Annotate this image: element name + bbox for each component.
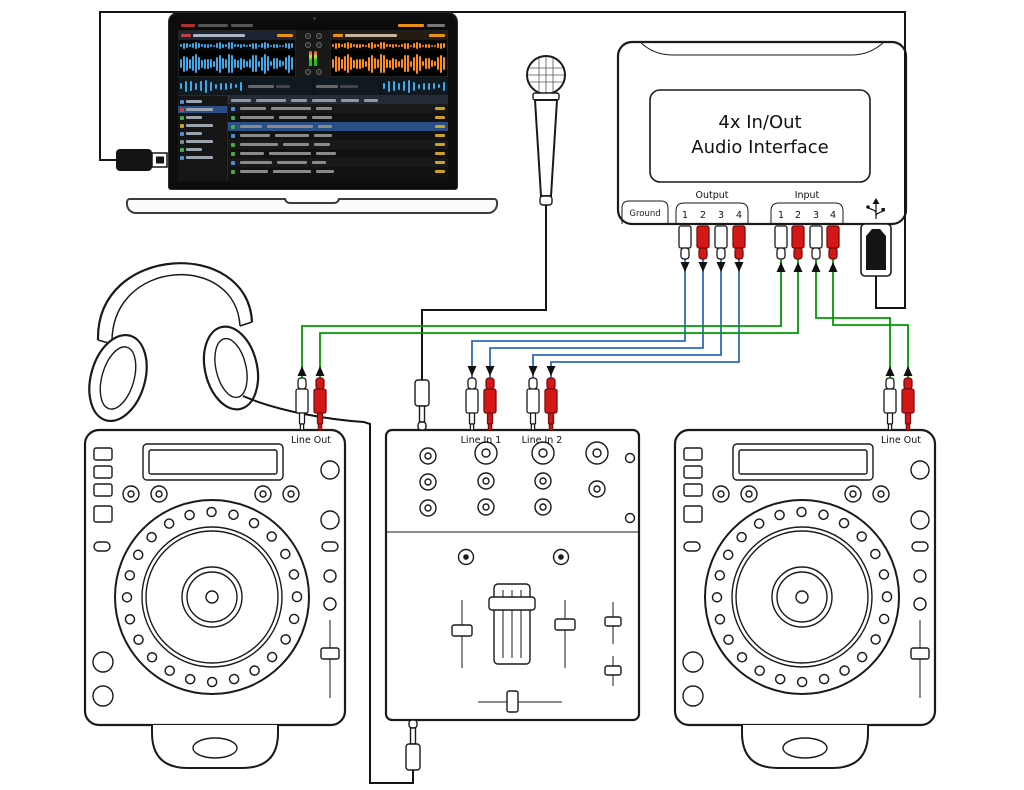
output-port-number: 2 — [700, 210, 706, 221]
aux-fader-2 — [604, 656, 622, 686]
arrow-icon — [680, 262, 690, 272]
input-label: Input — [795, 190, 820, 201]
arrow-icon — [776, 262, 786, 272]
webcam-icon — [313, 17, 316, 20]
arrow-icon — [793, 262, 803, 272]
audio-interface: 4x In/Out Audio Interface Ground Output … — [616, 40, 908, 226]
mixxx-decks — [178, 30, 448, 77]
ground-label: Ground — [629, 209, 660, 219]
arrow-icon — [467, 366, 477, 376]
cue-button-2 — [558, 554, 564, 560]
crossfader — [478, 690, 562, 713]
output-ports-group: Output 1 2 3 4 — [675, 190, 749, 224]
vu-meter — [309, 51, 317, 66]
line-out-label-left: Line Out — [291, 435, 331, 446]
input-port-number: 3 — [813, 210, 819, 221]
library-sidebar — [178, 96, 228, 181]
dj-mixer — [384, 428, 641, 722]
microphone — [526, 55, 566, 206]
library-table-header — [228, 96, 448, 104]
channel-fader-2 — [554, 600, 576, 668]
arrow-icon — [528, 366, 538, 376]
arrow-icon — [734, 262, 744, 272]
laptop-screen — [168, 12, 458, 190]
deck-a-titlebar — [179, 31, 295, 40]
mixxx-deck-b — [330, 30, 448, 77]
line-in-2-label: Line In 2 — [522, 435, 563, 446]
arrow-icon — [698, 262, 708, 272]
library-table — [228, 96, 448, 181]
usb-plug-laptop — [116, 149, 168, 171]
mixxx-samplers — [178, 77, 448, 95]
arrow-icon — [485, 366, 495, 376]
usb-connector-interface — [860, 223, 892, 277]
headband-inner — [111, 273, 241, 345]
aux-fader-1 — [604, 602, 622, 644]
input-port-number: 1 — [778, 210, 784, 221]
headphones — [88, 262, 260, 423]
arrow-icon — [903, 366, 913, 376]
mixxx-library — [178, 95, 448, 181]
input-port-number: 2 — [795, 210, 801, 221]
deck-b-waveform — [331, 51, 447, 76]
arrow-icon — [297, 366, 307, 376]
arrow-icon — [811, 262, 821, 272]
deck-a-waveform — [179, 51, 295, 76]
channel-fader-1 — [451, 600, 473, 668]
input-ports-group: Input 1 2 3 4 — [770, 190, 844, 224]
arrow-icon — [716, 262, 726, 272]
interface-title-line2: Audio Interface — [691, 137, 828, 158]
sampler-4 — [381, 77, 448, 95]
deck-b-titlebar — [331, 31, 447, 40]
microphone-cable — [421, 205, 547, 380]
mixxx-software-screen — [178, 21, 448, 181]
arrow-icon — [546, 366, 556, 376]
deck-b-overview-waveform — [331, 40, 447, 51]
sampler-3 — [313, 77, 381, 95]
library-rows — [228, 104, 448, 176]
sampler-1 — [178, 77, 245, 95]
headphone-cable — [242, 395, 414, 784]
headband — [96, 262, 254, 341]
output-port-number: 3 — [718, 210, 724, 221]
laptop-base — [126, 198, 498, 214]
mic-grille — [528, 57, 564, 93]
input-port-number: 4 — [830, 210, 836, 221]
mixxx-mixer-strip — [296, 30, 330, 77]
output-label: Output — [696, 190, 729, 201]
cue-button-1 — [463, 554, 469, 560]
arrow-icon — [885, 366, 895, 376]
ear-cup-right — [202, 325, 260, 411]
mixxx-toolbar — [178, 21, 448, 30]
output-port-number: 4 — [736, 210, 742, 221]
ear-cup-left — [88, 333, 148, 423]
line-in-1-label: Line In 1 — [461, 435, 502, 446]
arrow-icon — [828, 262, 838, 272]
arrow-icon — [315, 366, 325, 376]
mixxx-deck-a — [178, 30, 296, 77]
deck-a-overview-waveform — [179, 40, 295, 51]
input-cables-green — [301, 259, 909, 378]
usb-frame-cable — [99, 11, 906, 309]
interface-title-line1: 4x In/Out — [718, 112, 801, 133]
usb-trident-icon — [866, 198, 885, 219]
center-fader-block — [488, 583, 536, 665]
top-handle-recess — [639, 41, 885, 56]
ground-port: Ground — [621, 200, 669, 224]
output-port-number: 1 — [682, 210, 688, 221]
sampler-2 — [245, 77, 313, 95]
laptop-latch-notch — [284, 198, 340, 204]
line-out-label-right: Line Out — [881, 435, 921, 446]
signal-arrows — [297, 262, 913, 376]
interface-label-box — [649, 89, 871, 183]
